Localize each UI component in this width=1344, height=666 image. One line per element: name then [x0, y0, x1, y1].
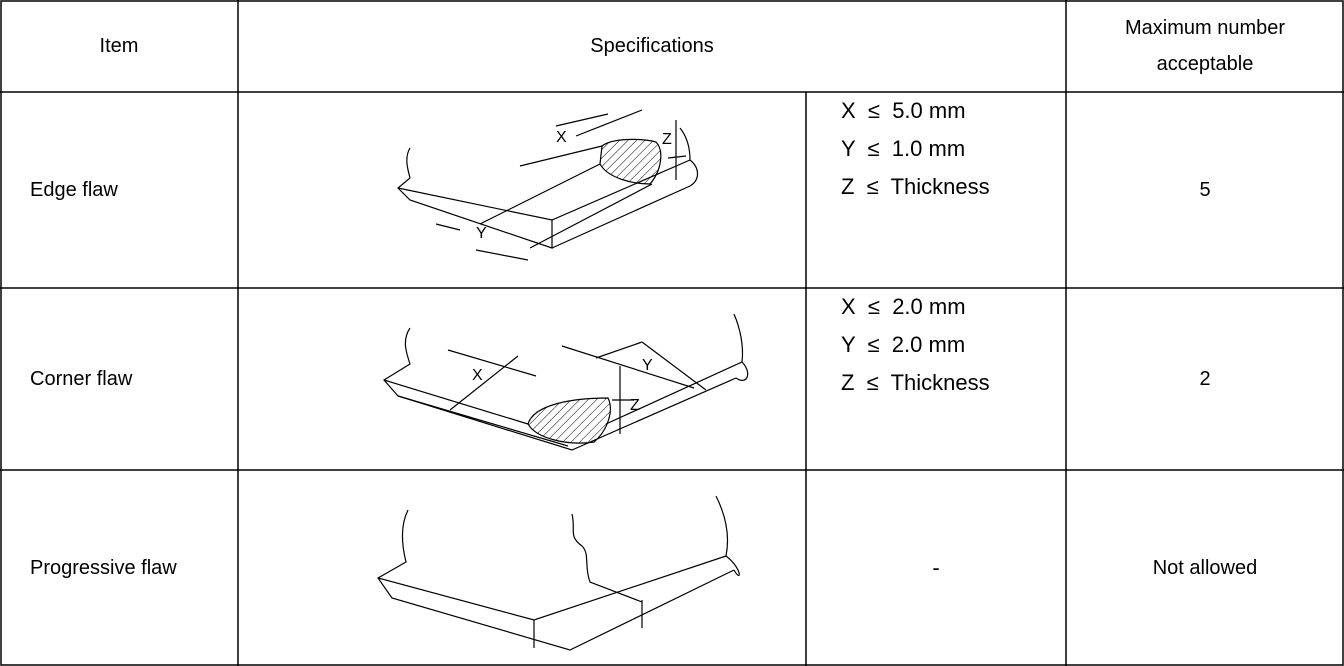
corner-flaw-diagram: X Y Z — [383, 313, 749, 451]
header-specifications: Specifications — [590, 34, 714, 57]
spec-line: Z ≤ Thickness — [841, 370, 990, 395]
header-item: Item — [99, 34, 139, 57]
spec-line: X ≤ 5.0 mm — [841, 98, 966, 123]
spec-line: X ≤ 2.0 mm — [841, 294, 966, 319]
row-corner-flaw-item: Corner flaw — [30, 367, 133, 390]
corner-flaw-label-x: X — [472, 367, 483, 384]
edge-flaw-diagram: X Y Z — [397, 109, 699, 261]
edge-flaw-label-x: X — [556, 129, 567, 146]
row-progressive-flaw-specs: - — [932, 555, 940, 580]
row-progressive-flaw-max: Not allowed — [1152, 556, 1258, 579]
edge-flaw-label-z: Z — [662, 131, 672, 148]
spec-line: Y ≤ 1.0 mm — [841, 136, 966, 161]
row-edge-flaw-max: 5 — [1199, 178, 1211, 201]
edge-flaw-label-y: Y — [476, 225, 487, 242]
header-max-line2: acceptable — [1156, 53, 1254, 75]
corner-flaw-label-z: Z — [630, 397, 640, 414]
row-corner-flaw-specs: X ≤ 2.0 mm Y ≤ 2.0 mm Z ≤ Thickness — [806, 288, 1066, 470]
header-max-acceptable: Maximum number acceptable — [1066, 0, 1344, 92]
corner-flaw-label-y: Y — [642, 357, 653, 374]
row-progressive-flaw-item: Progressive flaw — [30, 556, 177, 579]
progressive-flaw-diagram — [377, 495, 740, 651]
row-edge-flaw-item: Edge flaw — [30, 178, 118, 201]
row-corner-flaw-max: 2 — [1199, 367, 1211, 390]
header-max-line1: Maximum number — [1124, 17, 1286, 39]
spec-line: Z ≤ Thickness — [841, 174, 990, 199]
spec-line: Y ≤ 2.0 mm — [841, 332, 966, 357]
row-edge-flaw-specs: X ≤ 5.0 mm Y ≤ 1.0 mm Z ≤ Thickness — [806, 92, 1066, 288]
